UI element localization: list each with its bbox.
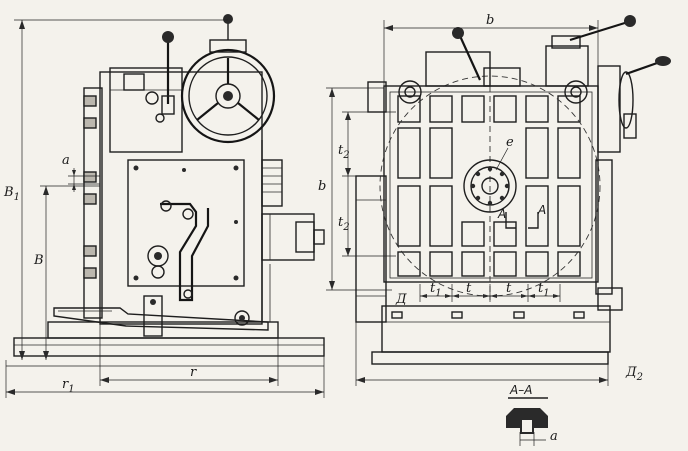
front-center-hub — [463, 159, 517, 213]
front-labels: b b t2 t2 e A A Д t1 t t t1 Д2 — [318, 13, 643, 383]
side-upper-housing — [109, 67, 183, 153]
front-top-levers — [452, 15, 636, 81]
label-r: r — [190, 365, 197, 380]
side-drive — [261, 159, 325, 261]
label-t1-right: t1 — [538, 281, 550, 299]
label-b-vertical: b — [318, 179, 326, 194]
front-left-lug — [355, 175, 387, 323]
side-slots — [83, 95, 97, 279]
label-D2: Д2 — [625, 365, 643, 383]
front-right-handle — [597, 56, 671, 153]
label-D: Д — [395, 292, 407, 307]
side-labels: B1 B a r1 r — [3, 153, 197, 395]
front-base-step — [381, 305, 611, 353]
label-a-left: a — [62, 153, 70, 168]
label-t2-top: t2 — [338, 143, 350, 161]
side-top-lever — [161, 31, 175, 115]
label-e: e — [506, 135, 514, 150]
front-right-lug — [595, 159, 613, 295]
label-t1-left: t1 — [430, 281, 442, 299]
front-top-housing-left — [425, 51, 491, 87]
label-B: B — [33, 253, 44, 268]
side-base-plate — [13, 337, 325, 357]
section-AA: A–A a — [506, 383, 558, 446]
label-r1: r1 — [62, 377, 75, 395]
label-t-right: t — [506, 281, 512, 296]
side-pedal — [53, 307, 269, 331]
front-tslot-grid — [397, 95, 581, 277]
front-view — [355, 15, 671, 365]
label-t2-bottom: t2 — [338, 215, 350, 233]
label-A-left: A — [497, 207, 506, 221]
label-a-section: a — [550, 429, 558, 444]
side-view — [13, 14, 325, 357]
front-top-housing-right — [545, 45, 589, 87]
label-t-left: t — [466, 281, 472, 296]
side-dimensions — [5, 19, 325, 398]
front-dimensions — [326, 20, 609, 386]
front-base-plate — [371, 351, 609, 365]
side-cover-plate — [127, 159, 245, 287]
label-section: A–A — [509, 383, 532, 397]
label-B1: B1 — [3, 185, 20, 203]
side-linkage — [147, 200, 210, 302]
side-handwheel — [180, 14, 276, 144]
label-b-top: b — [486, 13, 494, 28]
label-A-right: A — [537, 203, 546, 217]
